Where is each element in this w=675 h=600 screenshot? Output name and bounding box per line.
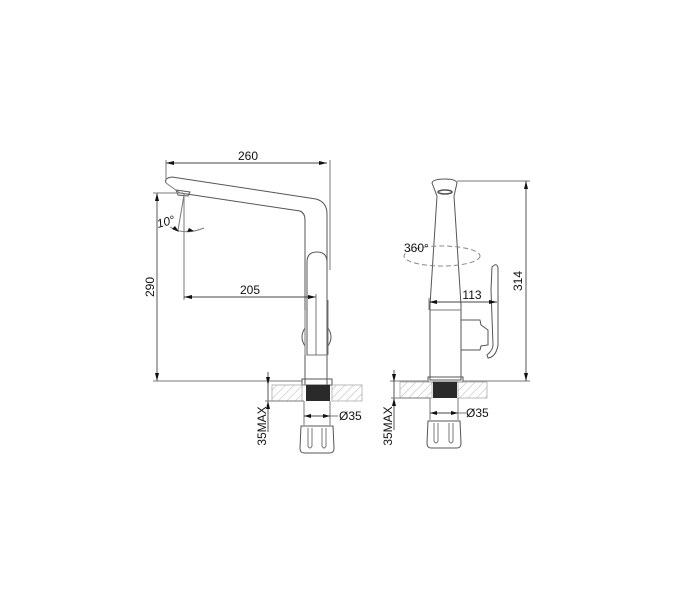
side-mounting-nut — [426, 420, 462, 449]
side-handle — [486, 264, 499, 359]
side-view: 314 113 360° 35MAX Ø35 — [381, 178, 530, 449]
front-view: 260 290 205 10° 35MAX Ø35 — [143, 149, 363, 454]
side-dim-diameter: Ø35 — [466, 406, 489, 420]
front-dim-290: 290 — [143, 277, 157, 297]
side-aerator — [437, 189, 453, 195]
front-countertop-left — [271, 384, 303, 402]
side-handle-neck — [461, 319, 489, 351]
side-dim-113: 113 — [462, 288, 481, 302]
side-countertop-right — [457, 381, 488, 399]
front-dim-260: 260 — [238, 149, 258, 163]
front-dim-angle: 10° — [155, 213, 176, 231]
front-threaded-shank — [306, 385, 330, 401]
side-threaded-shank — [433, 382, 457, 398]
front-spout-face — [165, 182, 181, 194]
front-spout-outline — [165, 176, 328, 385]
front-spout-underside — [179, 192, 306, 385]
side-dim-35max: 35MAX — [381, 406, 395, 445]
front-cartridge-right — [327, 327, 332, 347]
front-cartridge-left — [301, 327, 306, 347]
side-dim-rotation: 360° — [404, 241, 429, 255]
side-body-outline — [429, 178, 462, 381]
front-countertop-right — [331, 384, 363, 402]
front-dim-205: 205 — [240, 283, 260, 297]
front-mounting-nut — [299, 425, 335, 454]
front-dim-diameter: Ø35 — [339, 409, 362, 423]
side-dim-314: 314 — [511, 271, 525, 291]
side-rotation-ellipse — [403, 245, 481, 267]
side-countertop-left — [399, 381, 433, 399]
front-dim-35max: 35MAX — [255, 406, 269, 445]
front-handle — [306, 251, 328, 356]
